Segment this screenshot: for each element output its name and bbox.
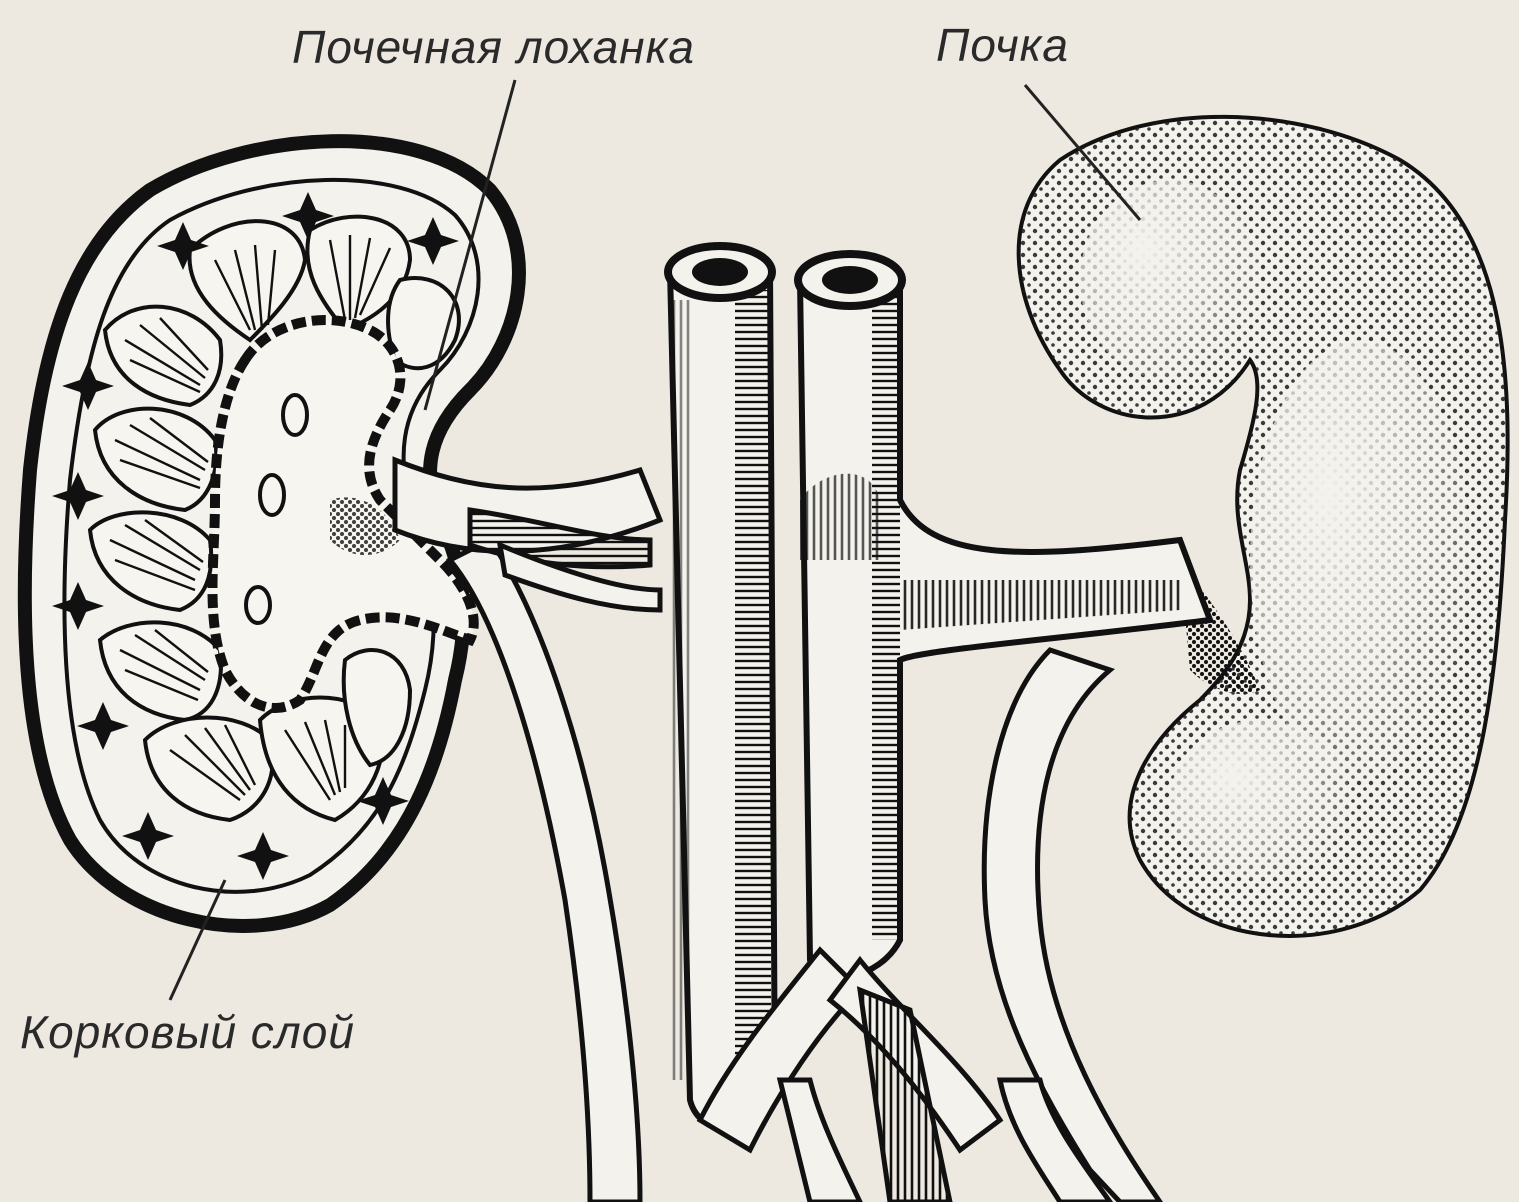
vena-cava xyxy=(668,246,775,1130)
label-cortex: Корковый слой xyxy=(20,1005,355,1059)
label-kidney: Почка xyxy=(936,18,1069,72)
label-renal-pelvis: Почечная лоханка xyxy=(292,20,695,74)
right-kidney xyxy=(1019,117,1508,936)
